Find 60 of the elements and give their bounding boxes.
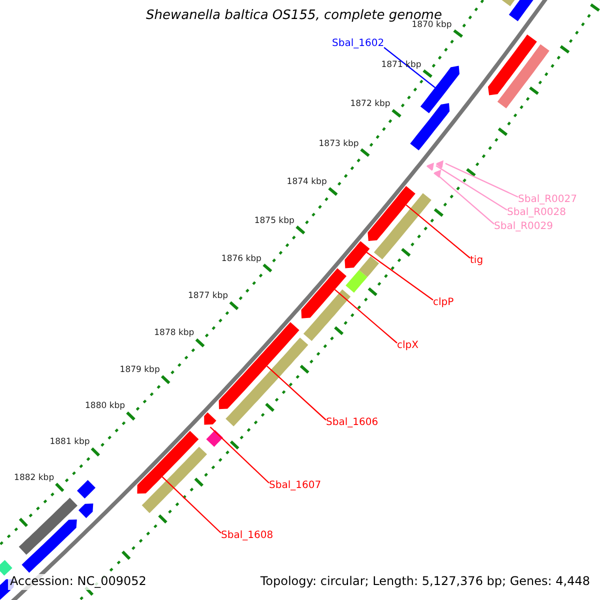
leader-line	[436, 165, 508, 210]
gene-label: tig	[470, 255, 484, 266]
leader-line	[266, 366, 326, 420]
gene-label: Sbal_1607	[269, 480, 322, 492]
gene-feature	[410, 103, 450, 150]
gene-feature	[204, 412, 216, 425]
gene-label: clpP	[433, 297, 454, 308]
accession-text: Accession: NC_009052	[8, 574, 148, 590]
leader-line	[366, 252, 434, 300]
gene-feature	[420, 66, 460, 114]
gene-label: Sbal_1606	[326, 417, 378, 428]
tick-label: 1872 kbp	[350, 100, 390, 110]
gene-feature	[426, 162, 434, 171]
feature-bar	[497, 44, 550, 108]
tick-label: 1875 kbp	[254, 216, 294, 226]
gene-label: Sbal_R0027	[518, 194, 577, 206]
leader-line	[445, 162, 518, 198]
leader-line	[334, 289, 398, 344]
gene-feature	[488, 34, 537, 96]
gene-feature	[434, 170, 442, 178]
tick-label: 1879 kbp	[120, 366, 160, 376]
gene-feature	[301, 268, 346, 318]
feature-bar	[0, 560, 12, 576]
tick-label: 1881 kbp	[50, 438, 90, 448]
genome-info-text: Topology: circular; Length: 5,127,376 bp; Genes: 4,448	[258, 574, 592, 590]
gene-label: Sbal_R0029	[494, 221, 553, 232]
feature-bar	[359, 256, 379, 278]
tick-label: 1878 kbp	[154, 329, 194, 340]
feature-bar	[374, 193, 432, 260]
gene-feature	[22, 520, 77, 573]
tick-label: 1874 kbp	[286, 178, 327, 188]
feature-bar	[77, 480, 96, 498]
gene-label: clpX	[397, 340, 418, 352]
gene-feature	[344, 241, 370, 268]
leader-line	[162, 476, 222, 534]
gene-feature	[218, 322, 300, 410]
leader-line	[384, 47, 436, 88]
leader-line	[439, 176, 494, 224]
feature-bar	[346, 270, 368, 293]
gene-feature	[368, 186, 416, 241]
leader-line	[406, 204, 470, 258]
tick-label: 1871 kbp	[381, 60, 422, 71]
gene-feature	[137, 430, 199, 494]
feature-bar	[226, 338, 308, 426]
feature-bar	[206, 430, 223, 447]
gene-label: Sbal_1608	[221, 530, 274, 542]
gene-feature	[436, 160, 444, 168]
tick-label: 1882 kbp	[14, 474, 54, 484]
feature-bar	[142, 446, 207, 514]
tick-label: 1876 kbp	[221, 254, 262, 264]
gene-label: Sbal_R0028	[507, 207, 566, 218]
tick-label: 1880 kbp	[85, 402, 126, 412]
feature-bar	[303, 289, 351, 341]
feature-bar	[18, 498, 78, 555]
gene-feature	[78, 504, 94, 518]
gene-label: Sbal_1602	[332, 38, 384, 50]
tick-label: 1877 kbp	[188, 292, 228, 302]
tick-label: 1873 kbp	[318, 140, 359, 150]
tick-label: 1870 kbp	[412, 20, 452, 31]
leader-line	[210, 426, 270, 484]
